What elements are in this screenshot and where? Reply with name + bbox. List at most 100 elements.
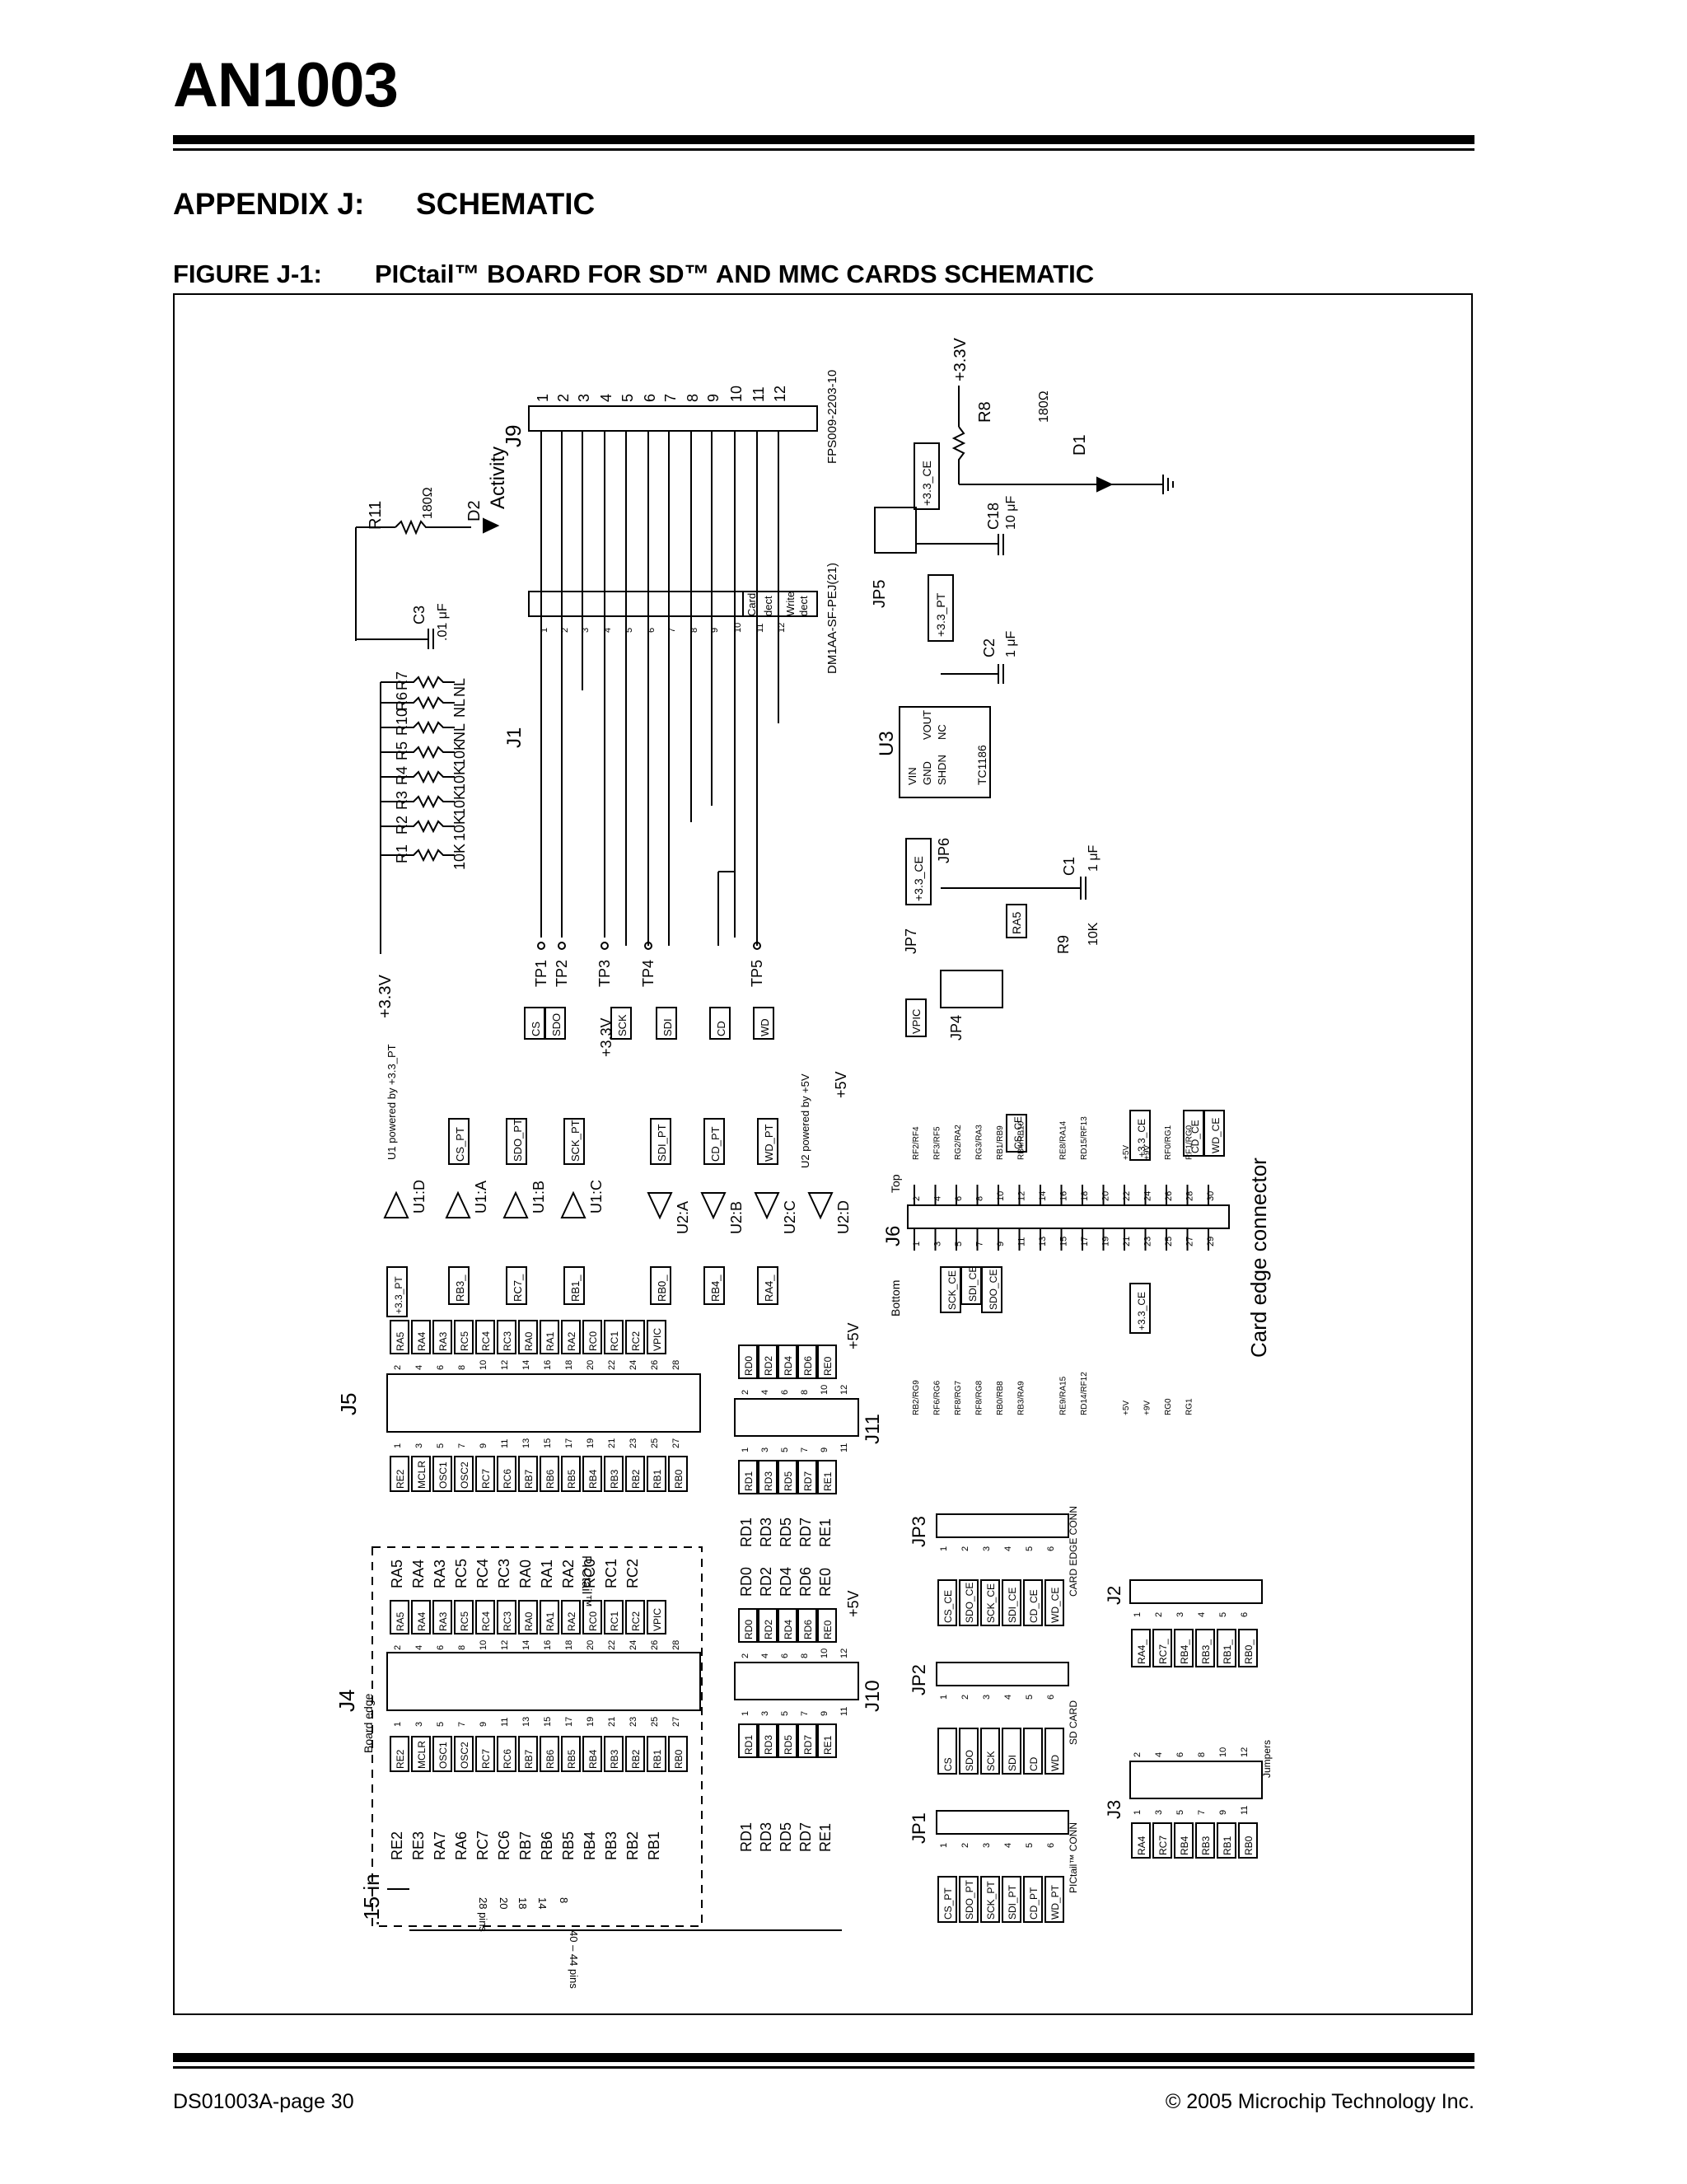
j5-top-net-12: RC3: [502, 1331, 513, 1351]
u1-in-3: RB1_: [569, 1274, 582, 1302]
j11-bottom-net-3-box: [797, 1460, 817, 1494]
j6-ce-wd: WD_CE: [1210, 1118, 1222, 1153]
jp2-pin-1: 1: [939, 1695, 949, 1700]
j1-write-label: Write: [784, 592, 797, 616]
pic-legend-top-0: RA5: [389, 1560, 405, 1588]
rd-legend-bottom-0: RD1: [738, 1822, 755, 1852]
appendix-label: APPENDIX J:: [173, 187, 365, 221]
jp2-title: SD CARD: [1068, 1700, 1079, 1745]
jp1-pin-2: 2: [960, 1843, 970, 1848]
j2-net-3-box: [1195, 1629, 1215, 1667]
r8-ref: R8: [976, 401, 994, 423]
u3-shdn: SHDN: [936, 755, 948, 785]
j4-top-net-6-box: [432, 1600, 452, 1634]
j5-bottom-net-3: MCLR: [416, 1461, 428, 1489]
j4-bottom-net-5-box: [432, 1736, 452, 1772]
jp1-net-2: SCK_PT: [985, 1881, 997, 1920]
j10-bottom-net-3: RD7: [802, 1735, 814, 1755]
j3-net-2-box: [1174, 1822, 1194, 1859]
j5-bottom-net-19-box: [582, 1456, 602, 1492]
jp3-pin-2: 2: [960, 1546, 970, 1551]
j6-pin-16: 16: [1059, 1191, 1069, 1201]
jp6-ref: JP6: [936, 838, 952, 863]
jp3-title: CARD EDGE CONN: [1068, 1506, 1079, 1597]
pin-group-18: 18: [516, 1897, 529, 1909]
u1-in-1: RB3_: [454, 1274, 466, 1302]
jp2-net-0: CS: [942, 1757, 954, 1771]
jp3-net-1-box: [959, 1579, 979, 1626]
j4-top-net-12: RC3: [502, 1611, 513, 1631]
j4-top-net-18: RA2: [566, 1611, 577, 1631]
figure-caption: FIGURE J-1:PICtail™ BOARD FOR SD™ AND MM…: [173, 260, 1094, 289]
j6-top-net-2: RF2/RF4: [912, 1126, 921, 1160]
j4-top-net-20-box: [582, 1600, 602, 1634]
supply-5v-j10: +5V: [845, 1590, 862, 1617]
j6-ce-cd: CD_CE: [1189, 1120, 1201, 1153]
j5-pin-22: 22: [607, 1360, 617, 1370]
j5-bottom-net-13: RB7: [523, 1469, 535, 1489]
resistor-r5-value: 10K: [451, 741, 468, 767]
j6-top-net-4: RF3/RF5: [933, 1126, 942, 1160]
u1-out-3: SCK_PT: [569, 1120, 582, 1162]
j11-bottom-net-2-box: [778, 1460, 797, 1494]
j10-pin-10: 10: [820, 1649, 829, 1658]
j3-net-2: RB4: [1179, 1836, 1190, 1855]
pic-legend-bottom-4: RC7: [474, 1831, 491, 1860]
pic-legend-bottom-3: RA6: [453, 1831, 470, 1860]
j6-bottom-net-17: RD14/RF12: [1080, 1372, 1089, 1415]
j6-top-net-6: RG2/RA2: [954, 1125, 963, 1160]
j5-pin-28: 28: [671, 1360, 681, 1370]
j2-net-1: RC7_: [1157, 1639, 1169, 1664]
jp1-title: PICtail™ CONN: [1068, 1822, 1079, 1893]
u3-gnd: GND: [921, 761, 933, 785]
gate-u2-d: U2:D: [835, 1200, 852, 1234]
j6-pin-1: 1: [912, 1242, 922, 1246]
j6-bottom-net-11: RB3/RA9: [1017, 1381, 1026, 1415]
j5-bottom-net-17: RB5: [566, 1469, 577, 1489]
j4-pin-23: 23: [629, 1717, 638, 1727]
j11-top-net-0-box: [738, 1345, 758, 1379]
pic-legend-bottom-0: RE2: [389, 1831, 405, 1860]
j5-bottom-net-7-box: [454, 1456, 474, 1492]
jp2-net-3-box: [1002, 1728, 1021, 1775]
u2-out-1-box: [703, 1266, 725, 1305]
j4-bottom-net-25-box: [647, 1736, 666, 1772]
j10-pin-9: 9: [820, 1711, 829, 1716]
j4-bottom-net-11-box: [497, 1736, 516, 1772]
j5-bottom-net-19: RB4: [587, 1469, 599, 1489]
j11-pin-12: 12: [839, 1385, 849, 1395]
appendix-title: SCHEMATIC: [416, 187, 596, 221]
pic-legend-top-7: RA1: [539, 1560, 555, 1588]
pic-legend-bottom-2: RA7: [432, 1831, 448, 1860]
j11-top-net-2: RD4: [783, 1356, 794, 1376]
jp3-pin-1: 1: [939, 1546, 949, 1551]
ra5-net-label: [1006, 904, 1027, 938]
j4-bottom-net-23: RB2: [630, 1749, 642, 1769]
j3-pin-9: 9: [1218, 1810, 1228, 1815]
j4-bottom-net-3: MCLR: [416, 1741, 428, 1769]
u2-in-0-box: [650, 1118, 671, 1165]
j4-bottom-net-3-box: [411, 1736, 431, 1772]
j4-top-net-10-box: [475, 1600, 495, 1634]
u2-in-2-box: [757, 1118, 778, 1165]
j5-pin-12: 12: [500, 1360, 510, 1370]
j2-net-4: RB1_: [1222, 1639, 1233, 1664]
j3-pin-5: 5: [1175, 1810, 1185, 1815]
j5-top-net-20: RC0: [587, 1331, 599, 1351]
j4-pin-16: 16: [543, 1640, 553, 1650]
u2-in-1: CD_PT: [709, 1126, 722, 1162]
resistor-r6-ref: R6: [394, 692, 410, 711]
j4-top-net-26-box: [647, 1600, 666, 1634]
j6-pin-21: 21: [1122, 1237, 1132, 1246]
j5-top-net-16: RA1: [544, 1331, 556, 1351]
jp2-ref: JP2: [909, 1664, 929, 1695]
resistor-r2-value: 10K: [451, 815, 468, 841]
footer-rule: [173, 2053, 1474, 2062]
net-sck: SCK: [616, 1014, 629, 1036]
j4-pin-20: 20: [586, 1640, 596, 1650]
j4-bottom-net-21: RB3: [609, 1749, 620, 1769]
j4-bottom-net-11: RC6: [502, 1749, 513, 1769]
gate-u2-b: U2:B: [728, 1201, 745, 1234]
